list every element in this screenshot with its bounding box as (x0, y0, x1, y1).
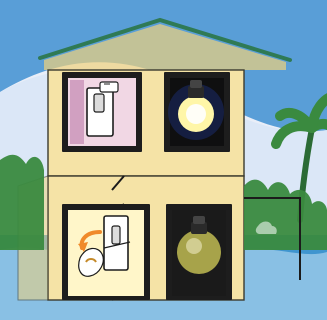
switch-off-icon (104, 216, 130, 270)
window-top-left (62, 72, 142, 152)
window-bottom-left (62, 204, 150, 300)
switch-icon (87, 82, 118, 136)
window-top-right (164, 72, 230, 152)
window-bottom-right (166, 204, 232, 300)
foliage-left (0, 155, 44, 250)
